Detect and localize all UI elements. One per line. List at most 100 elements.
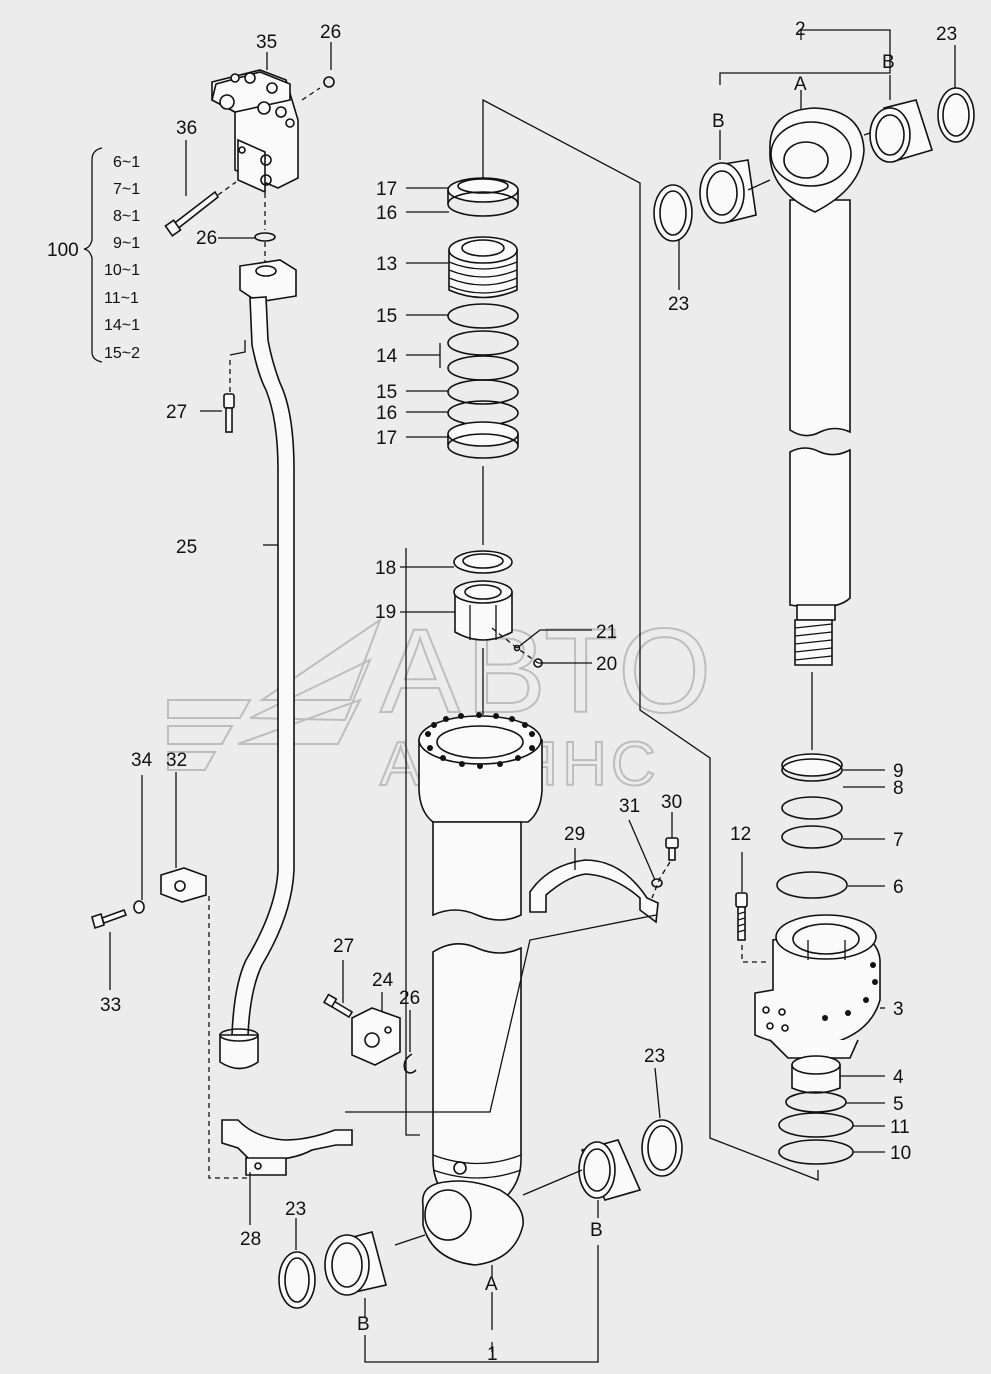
label-part-3: 3 [893,999,904,1020]
kit-item: 10~1 [104,262,140,279]
part-30-bolt [665,837,679,861]
label-part-15-a: 15 [376,306,397,327]
watermark-line1: АВТО [380,604,717,738]
label-part-16-b: 16 [376,403,397,424]
part-28-clamp [221,1119,353,1176]
label-part-34: 34 [131,750,153,771]
piston-rod [769,107,865,666]
rod-seal-stack [776,753,848,899]
part-29-clamp [529,859,659,924]
tube-bushing-b-right [578,1139,642,1201]
label-part-2: 2 [795,19,806,40]
label-part-14: 14 [376,346,398,367]
label-part-35: 35 [256,32,277,53]
part-labels: 2 A B B 23 23 35 26 36 26 27 25 17 16 13… [100,19,957,1365]
part-33-bolt [91,908,128,930]
label-bushing-b-1: B [712,111,725,132]
label-part-24: 24 [372,970,394,991]
label-part-16-a: 16 [376,203,397,224]
part-25-pipe [219,296,295,1070]
part-34-washer [133,900,145,914]
label-bushing-b-2: B [882,52,895,73]
part-24-block [351,1007,401,1066]
label-part-26-a: 26 [320,22,341,43]
label-part-19: 19 [375,602,396,623]
part-36-bolt [164,190,220,237]
label-part-26-b: 26 [196,228,217,249]
part-27-bolt-upper [223,393,235,433]
part-27-bolt-lower [322,993,354,1019]
label-rod-end-a: A [794,74,807,95]
part-26-oring-lower [403,1053,417,1074]
label-part-15-b: 15 [376,382,397,403]
part-3-cylinder-head [754,914,881,1059]
tube-seal-23-left [278,1251,316,1309]
piston-seal-stack [447,177,519,459]
part-19-nut [453,580,513,641]
part-5-11-10-rings [778,1091,854,1165]
label-part-23-c: 23 [644,1046,665,1067]
label-part-7: 7 [893,830,904,851]
watermark-logo-icon [167,617,383,771]
label-part-13: 13 [376,254,397,275]
kit-list: 100 6~1 7~1 8~1 9~1 10~1 11~1 14~1 15~2 [47,154,140,362]
label-part-27-a: 27 [166,402,187,423]
label-bushing-b-4: B [357,1314,370,1335]
label-part-18: 18 [375,558,396,579]
kit-item: 8~1 [113,208,140,225]
label-part-21: 21 [596,622,617,643]
kit-item: 6~1 [113,154,140,171]
tube-bushing-b-left [324,1231,387,1296]
rod-bushing-b-left [699,159,757,224]
part-26-oring-top [323,76,335,88]
label-part-12: 12 [730,824,751,845]
label-part-11: 11 [890,1117,910,1138]
part-32-block [160,867,207,903]
part-18-washer [453,550,513,574]
cylinder-tube [418,712,543,1266]
label-part-23-b: 23 [668,294,689,315]
label-part-30: 30 [661,792,682,813]
part-35-valve [211,69,299,194]
part-26-oring-mid [254,232,276,242]
rod-seal-23-left [653,184,693,242]
label-part-9: 9 [893,761,904,782]
label-part-31: 31 [619,796,640,817]
kit-item: 14~1 [104,317,140,334]
label-part-10: 10 [890,1143,911,1164]
kit-brace [83,147,103,363]
flange-bolt-holes [425,712,535,769]
rod-seal-23-right [937,87,975,143]
label-part-8: 8 [893,778,904,799]
part-12-bolt [735,892,748,941]
label-part-25: 25 [176,537,197,558]
kit-item: 11~1 [104,290,139,307]
pipe-flange-block [239,259,297,303]
kit-item: 15~2 [104,345,140,362]
kit-item: 7~1 [113,181,140,198]
label-part-4: 4 [893,1067,904,1088]
label-part-28: 28 [240,1229,261,1250]
leader-lines [109,29,956,1363]
label-part-33: 33 [100,995,121,1016]
label-part-29: 29 [564,824,585,845]
label-part-17-a: 17 [376,179,397,200]
rod-bushing-b-right [869,99,934,163]
kit-item: 9~1 [113,235,140,252]
label-part-23-a: 23 [936,24,957,45]
label-part-26-c: 26 [399,988,420,1009]
label-part-32: 32 [166,750,187,771]
kit-number: 100 [47,240,79,261]
label-part-20: 20 [596,654,617,675]
label-part-23-d: 23 [285,1199,306,1220]
part-4-bushing [791,1055,841,1094]
label-part-27-b: 27 [333,936,354,957]
label-part-36: 36 [176,118,197,139]
label-part-1: 1 [487,1344,498,1365]
label-part-17-b: 17 [376,428,397,449]
tube-seal-23-right [641,1119,683,1177]
label-bushing-b-3: B [590,1220,603,1241]
label-part-5: 5 [893,1094,904,1115]
